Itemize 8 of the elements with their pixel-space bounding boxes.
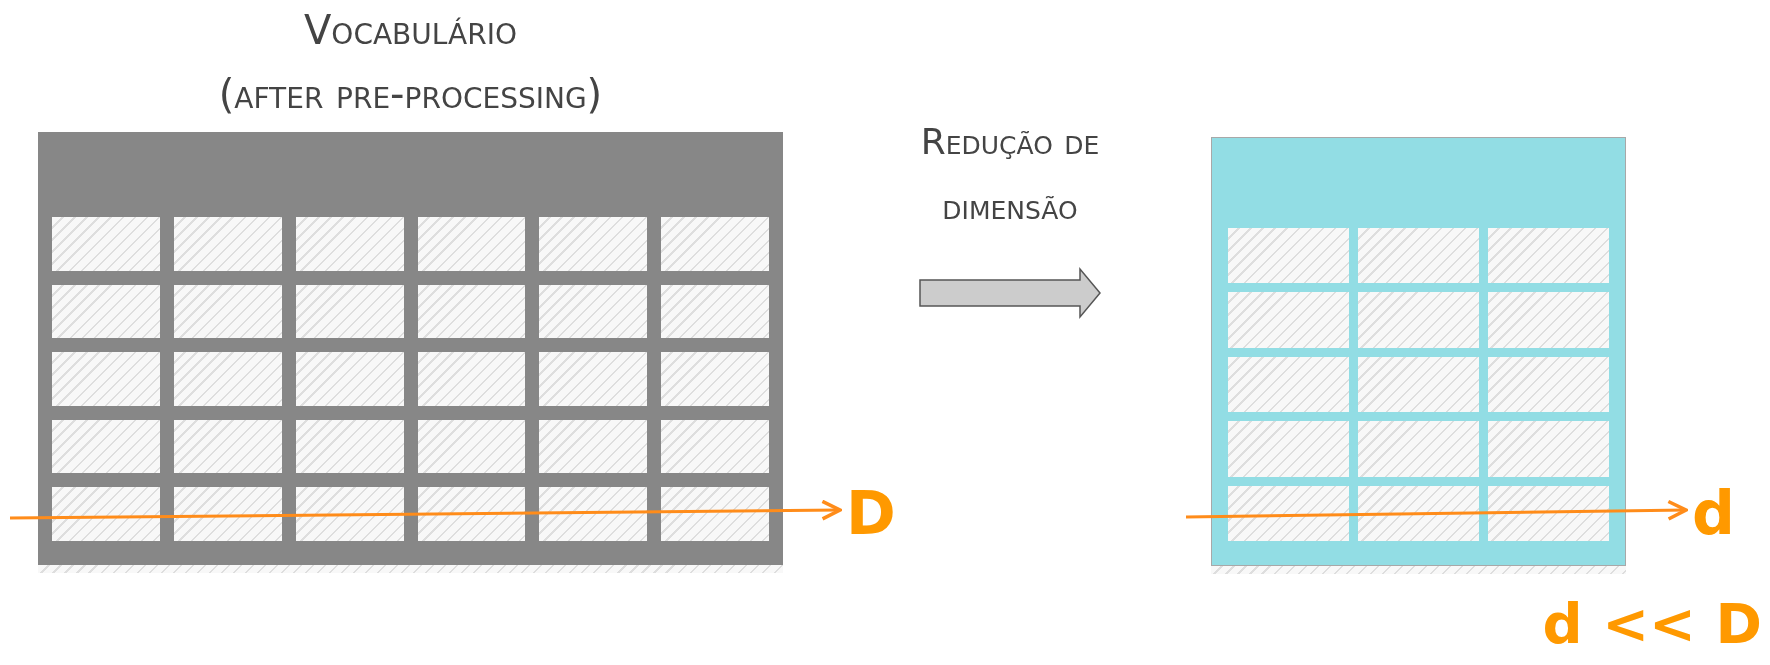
table-title: Vocabulário (after pre-processing) — [218, 6, 603, 119]
arrow — [1186, 499, 1688, 521]
block-arrow — [919, 266, 1101, 320]
dimension-label: d — [1692, 483, 1735, 543]
edge-label: Redução de dimensão — [919, 120, 1101, 229]
dimension-label: D — [846, 483, 896, 543]
comparison-label: d << D — [1542, 596, 1762, 652]
arrow — [10, 499, 842, 521]
